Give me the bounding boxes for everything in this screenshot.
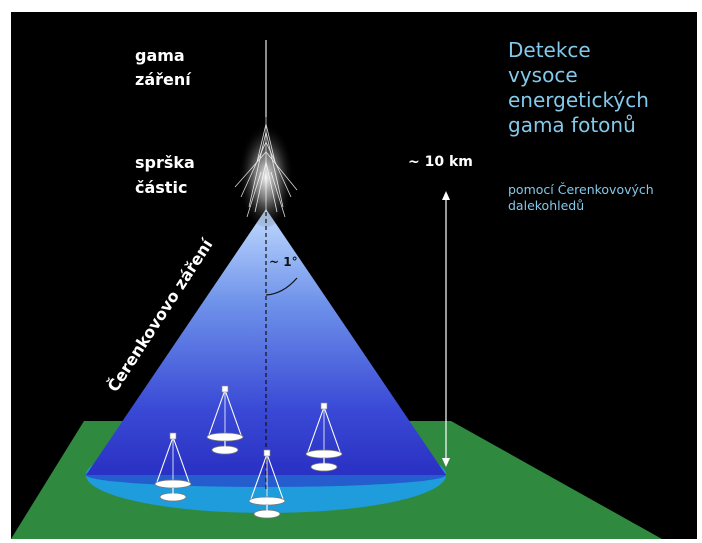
distance-label: ~ 10 km bbox=[408, 154, 473, 170]
particle-shower bbox=[234, 117, 298, 227]
slide-subtitle: pomocí Čerenkovových dalekohledů bbox=[508, 182, 654, 214]
gamma-ray-label-line1: gama bbox=[135, 46, 185, 65]
subtitle-line: pomocí Čerenkovových bbox=[508, 182, 654, 197]
title-line: Detekce bbox=[508, 38, 591, 62]
shower-label-line2: částic bbox=[135, 178, 188, 197]
cherenkov-telescope bbox=[305, 402, 343, 472]
angle-label: ~ 1° bbox=[269, 255, 298, 269]
shower-label-line1: sprška bbox=[135, 153, 195, 172]
distance-arrow bbox=[442, 191, 450, 467]
cherenkov-telescope bbox=[248, 449, 286, 519]
title-line: vysoce bbox=[508, 63, 578, 87]
gamma-ray-label-line2: záření bbox=[135, 70, 191, 89]
title-line: gama fotonů bbox=[508, 113, 636, 137]
cherenkov-telescope bbox=[154, 432, 192, 502]
subtitle-line: dalekohledů bbox=[508, 198, 585, 213]
slide-title: Detekce vysoce energetických gama fotonů bbox=[508, 38, 649, 138]
angle-arc bbox=[265, 277, 298, 296]
slide-panel: gama záření sprška částic Čerenkovovo zá… bbox=[11, 12, 697, 539]
diagram-illustration bbox=[11, 40, 662, 539]
cherenkov-telescope bbox=[206, 385, 244, 455]
title-line: energetických bbox=[508, 88, 649, 112]
